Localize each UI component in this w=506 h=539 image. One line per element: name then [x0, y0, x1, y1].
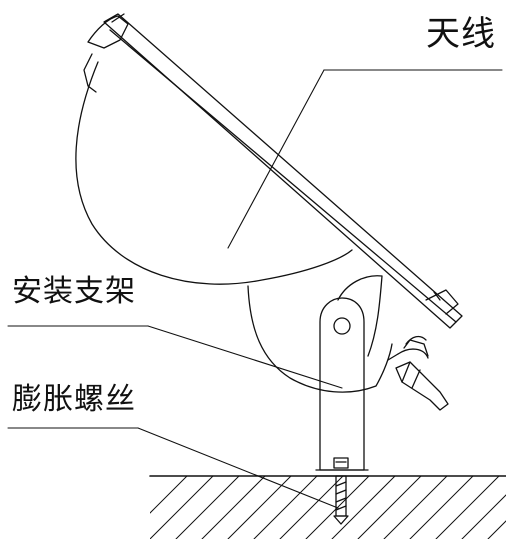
radome-plate	[103, 13, 463, 329]
ground-hatching	[149, 475, 506, 539]
mounting-bracket	[315, 297, 369, 477]
mounting-bracket-label: 安装支架	[12, 274, 136, 309]
leader-lines	[7, 69, 503, 509]
pivot-mount	[337, 275, 383, 357]
cable-connector	[387, 335, 449, 411]
bolt-leader	[137, 427, 339, 509]
expansion-bolt	[333, 457, 349, 525]
bracket-leader	[147, 325, 343, 389]
antenna-leader	[227, 69, 325, 249]
antenna-dish	[75, 13, 353, 285]
expansion-bolt-label: 膨胀螺丝	[12, 382, 136, 417]
antenna-label: 天线	[426, 14, 496, 54]
